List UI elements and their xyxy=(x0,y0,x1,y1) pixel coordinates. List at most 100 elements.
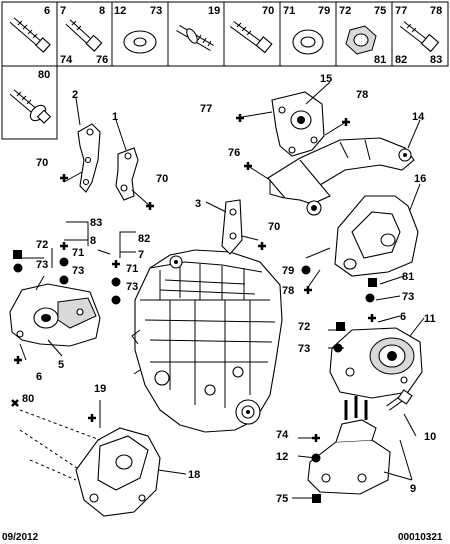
callout-70c: 70 xyxy=(268,221,280,233)
callout-70b: 70 xyxy=(156,173,168,185)
callouts: 2 1 70 70 3 70 15 77 78 76 14 16 83 8 72… xyxy=(22,73,436,505)
svg-text:77: 77 xyxy=(395,5,407,17)
bolt-icon xyxy=(65,19,103,52)
callout-77: 77 xyxy=(200,103,212,115)
part-10-bolt xyxy=(386,389,413,411)
washer-icon xyxy=(292,29,324,55)
stud-icon xyxy=(176,24,214,52)
footer-date: 09/2012 xyxy=(2,532,39,543)
square-marker xyxy=(13,250,22,259)
callout-81: 81 xyxy=(402,271,414,283)
svg-text:12: 12 xyxy=(114,5,126,17)
part-1-bracket xyxy=(115,147,139,201)
callout-73c: 73 xyxy=(126,281,138,293)
leader-lines xyxy=(16,81,425,499)
plus-marker xyxy=(14,356,22,364)
legend-cell-7-8: 7 8 74 76 xyxy=(60,5,108,66)
svg-text:19: 19 xyxy=(208,5,220,17)
svg-text:8: 8 xyxy=(99,5,105,17)
callout-70a: 70 xyxy=(36,157,48,169)
svg-text:74: 74 xyxy=(60,54,73,66)
part-18-lower-mount xyxy=(19,409,161,517)
callout-19: 19 xyxy=(94,383,106,395)
callout-14: 14 xyxy=(412,111,425,123)
part-9-lower-bracket xyxy=(307,396,391,495)
callout-83: 83 xyxy=(90,217,102,229)
fastener-markers xyxy=(11,114,377,503)
callout-9: 9 xyxy=(410,483,416,495)
square-marker xyxy=(336,322,345,331)
callout-8: 8 xyxy=(90,235,96,247)
plus-marker xyxy=(236,114,244,122)
dot-marker xyxy=(365,293,375,303)
callout-5: 5 xyxy=(58,359,64,371)
plus-marker xyxy=(146,202,154,210)
callout-78b: 78 xyxy=(282,285,294,297)
callout-2: 2 xyxy=(72,89,78,101)
callout-72a: 72 xyxy=(36,239,48,251)
callout-71a: 71 xyxy=(72,247,84,259)
legend-cell-72-75-81: 72 75 81 xyxy=(339,5,386,66)
plus-marker xyxy=(88,414,96,422)
svg-text:80: 80 xyxy=(38,69,50,81)
callout-6b: 6 xyxy=(400,311,406,323)
square-marker xyxy=(312,494,321,503)
engine-block xyxy=(131,249,283,433)
svg-text:79: 79 xyxy=(318,5,330,17)
screw-icon xyxy=(9,17,51,53)
dot-marker xyxy=(301,265,311,275)
plus-marker xyxy=(60,242,68,250)
plus-marker xyxy=(258,242,266,250)
legend-cell-19: 19 xyxy=(176,5,220,52)
legend-cell-80: 80 xyxy=(9,69,52,124)
callout-78a: 78 xyxy=(356,89,368,101)
dot-marker xyxy=(333,343,343,353)
callout-73e: 73 xyxy=(298,343,310,355)
plus-marker xyxy=(244,162,252,170)
washer-icon xyxy=(123,30,157,54)
svg-text:71: 71 xyxy=(283,5,295,17)
callout-73d: 73 xyxy=(402,291,414,303)
callout-71b: 71 xyxy=(126,263,138,275)
callout-7: 7 xyxy=(138,249,144,261)
part-2-bracket xyxy=(77,123,101,193)
svg-text:83: 83 xyxy=(430,54,442,66)
callout-79: 79 xyxy=(282,265,294,277)
plus-marker xyxy=(112,260,120,268)
part-16-right-mount xyxy=(306,195,419,277)
callout-11: 11 xyxy=(424,313,436,325)
plus-marker xyxy=(312,434,320,442)
part-11-rubber-mount xyxy=(329,327,423,399)
svg-text:82: 82 xyxy=(395,54,407,66)
dot-marker xyxy=(111,277,121,287)
footer-code: 00010321 xyxy=(398,532,443,543)
legend-cell-12-73: 12 73 xyxy=(114,5,162,54)
legend-cell-77-78-82-83: 77 78 82 83 xyxy=(395,5,442,66)
bolt-icon xyxy=(399,21,440,53)
plus-marker xyxy=(368,314,376,322)
callout-82: 82 xyxy=(138,233,150,245)
part-5-left-mount xyxy=(9,283,101,347)
callout-6a: 6 xyxy=(36,371,42,383)
square-marker xyxy=(368,278,377,287)
callout-72b: 72 xyxy=(298,321,310,333)
svg-text:70: 70 xyxy=(262,5,274,17)
callout-73b: 73 xyxy=(72,265,84,277)
callout-10: 10 xyxy=(424,431,436,443)
callout-74: 74 xyxy=(276,429,289,441)
legend-cell-71-79: 71 79 xyxy=(283,5,330,55)
callout-12: 12 xyxy=(276,451,288,463)
plus-marker xyxy=(342,118,350,126)
svg-text:78: 78 xyxy=(430,5,442,17)
x-marker xyxy=(11,399,19,407)
legend-cell-6: 6 xyxy=(9,5,51,53)
dot-marker xyxy=(13,263,23,273)
callout-15: 15 xyxy=(320,73,332,85)
dot-marker xyxy=(311,453,321,463)
flange-bolt-icon xyxy=(9,89,52,124)
callout-16: 16 xyxy=(414,173,426,185)
svg-text:75: 75 xyxy=(374,5,386,17)
callout-80: 80 xyxy=(22,393,34,405)
svg-text:72: 72 xyxy=(339,5,351,17)
svg-text:73: 73 xyxy=(150,5,162,17)
